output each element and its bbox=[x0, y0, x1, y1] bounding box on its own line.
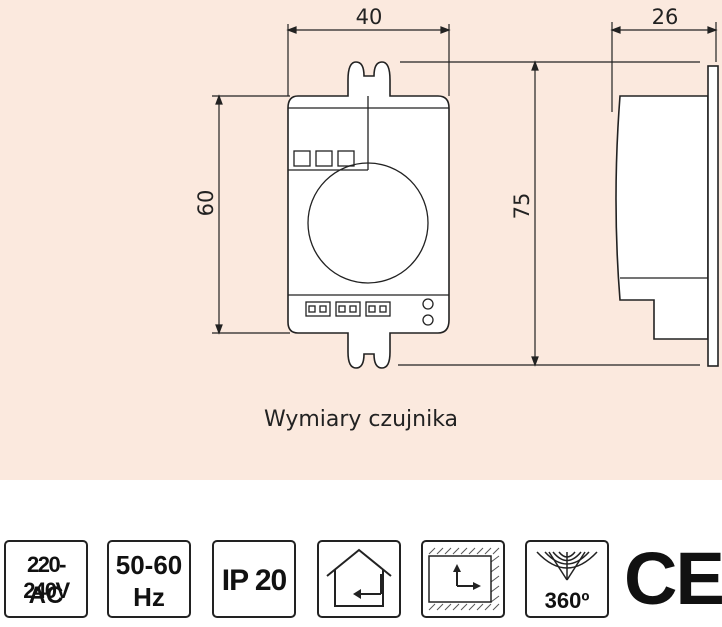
ce-mark: CE bbox=[624, 537, 722, 620]
voltage-line2: AC bbox=[28, 582, 64, 609]
potentiometer-2 bbox=[422, 314, 434, 326]
arrow-26-right bbox=[707, 26, 718, 34]
sensor-front-body bbox=[287, 61, 450, 369]
wall-mount-icon bbox=[421, 540, 505, 618]
technical-drawing: 40 26 60 75 bbox=[194, 5, 719, 369]
dip-switch-3 bbox=[365, 301, 391, 317]
frequency-line2: Hz bbox=[133, 582, 165, 612]
dip-switch-1-knob-b bbox=[319, 305, 327, 313]
arrow-60-top bbox=[215, 94, 223, 105]
dip-switch-2-knob bbox=[338, 305, 346, 313]
arrow-26-left bbox=[610, 26, 621, 34]
voltage-badge: 220-240V AC bbox=[4, 540, 88, 618]
terminal-3 bbox=[337, 150, 355, 167]
dim-label-26: 26 bbox=[652, 5, 679, 29]
dip-switch-1 bbox=[305, 301, 331, 317]
ip-rating-badge: IP 20 bbox=[212, 540, 296, 618]
voltage-line1: 220-240V bbox=[23, 552, 70, 603]
terminal-1 bbox=[293, 150, 311, 167]
arrow-40-left bbox=[286, 26, 297, 34]
dim-label-40: 40 bbox=[356, 5, 383, 29]
indoor-use-icon bbox=[317, 540, 401, 618]
arrow-75-bottom bbox=[531, 356, 539, 367]
dip-switch-3-knob-b bbox=[379, 305, 387, 313]
sensor-side-body bbox=[615, 95, 709, 340]
caption: Wymiary czujnika bbox=[263, 407, 459, 432]
potentiometer-1 bbox=[422, 298, 434, 310]
dip-switch-1-knob bbox=[308, 305, 316, 313]
side-mounting-plate bbox=[707, 65, 719, 367]
dip-switch-3-knob bbox=[368, 305, 376, 313]
angle-text: 360º bbox=[544, 588, 590, 613]
dip-switch-2 bbox=[335, 301, 361, 317]
arrow-60-bottom bbox=[215, 324, 223, 335]
frequency-line1: 50-60 bbox=[115, 550, 183, 580]
dim-label-60: 60 bbox=[194, 190, 218, 217]
arrow-75-top bbox=[531, 60, 539, 71]
terminal-2 bbox=[315, 150, 333, 167]
arrow-40-right bbox=[440, 26, 451, 34]
ip-rating-text: IP 20 bbox=[221, 564, 288, 597]
dip-switch-2-knob-b bbox=[349, 305, 357, 313]
frequency-badge: 50-60 Hz bbox=[107, 540, 191, 618]
detection-zone-icon: 360º bbox=[525, 540, 609, 618]
sensor-lens bbox=[307, 162, 429, 284]
dim-label-75: 75 bbox=[510, 193, 534, 220]
